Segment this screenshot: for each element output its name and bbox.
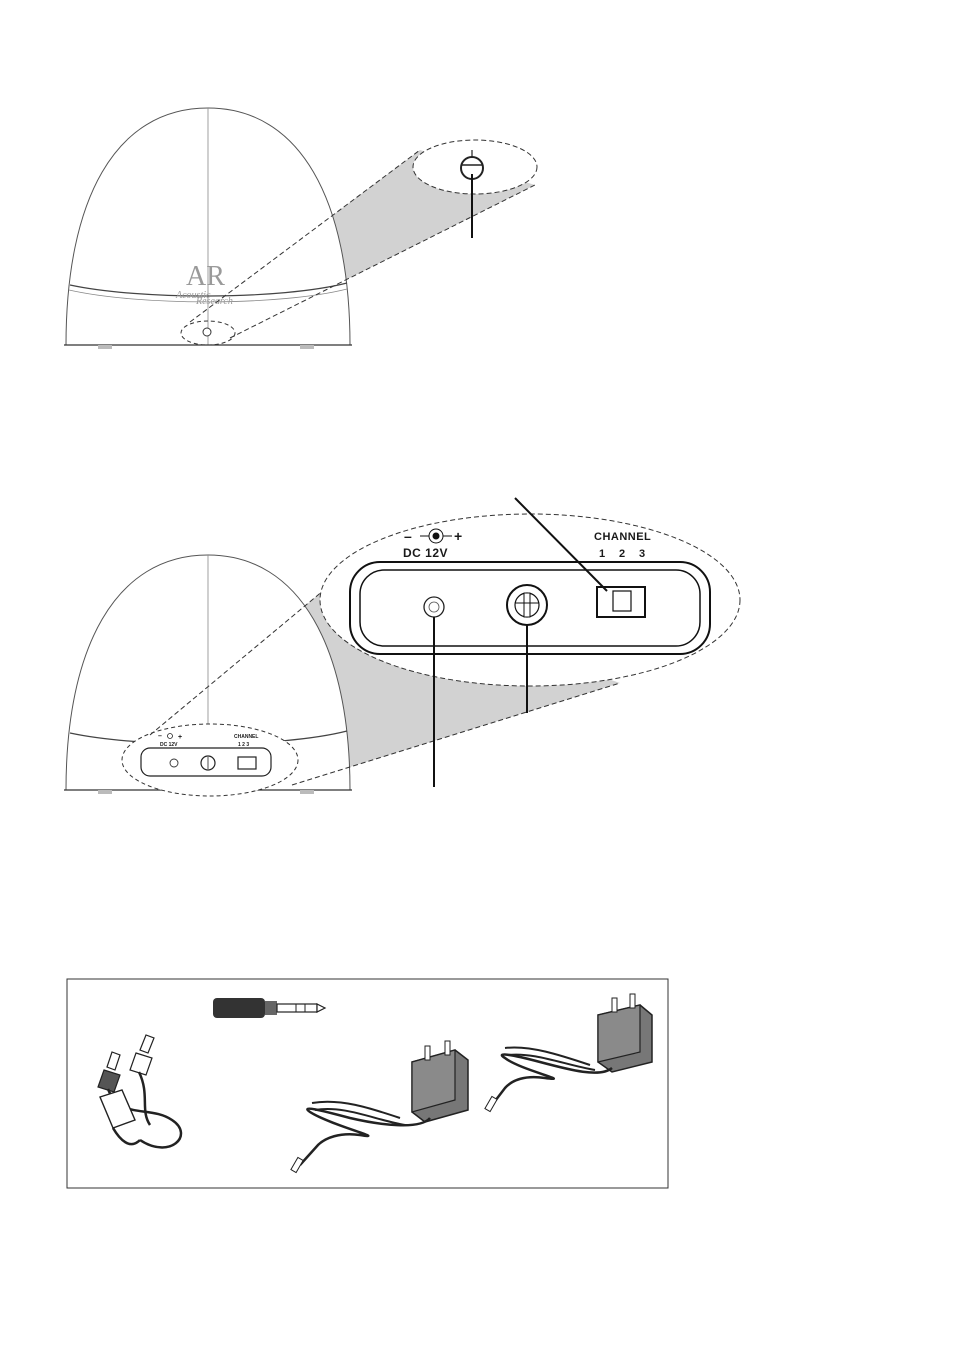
zoom-plus: + bbox=[454, 528, 462, 544]
accessories-figure bbox=[67, 979, 668, 1188]
zoom-dc-symbol-dot bbox=[433, 533, 440, 540]
zoom-dc-jack-outer bbox=[424, 597, 444, 617]
small-channel-switch bbox=[238, 757, 256, 769]
speaker-foot-left bbox=[98, 345, 112, 349]
zoom-channel-2: 2 bbox=[619, 548, 625, 560]
small-dc-label: DC 12V bbox=[160, 742, 178, 748]
small-dc-jack bbox=[170, 759, 178, 767]
brand-logo-mark: AR bbox=[186, 261, 225, 292]
front-button-small bbox=[203, 328, 211, 336]
zoom-channel-3: 3 bbox=[639, 548, 645, 560]
small-channel-numbers: 1 2 3 bbox=[238, 742, 249, 748]
zoom-channel-label: CHANNEL bbox=[594, 531, 651, 543]
small-plus: + bbox=[178, 734, 182, 741]
brand-logo-text-2: Research bbox=[195, 296, 233, 307]
small-channel-label: CHANNEL bbox=[234, 734, 258, 740]
accessories-box bbox=[67, 979, 668, 1188]
zoom-channel-1: 1 bbox=[599, 548, 605, 560]
small-minus: – bbox=[158, 733, 162, 740]
zoom-dc-label: DC 12V bbox=[403, 546, 448, 560]
speaker-foot-right bbox=[300, 345, 314, 349]
zoom-channel-switch-knob bbox=[613, 591, 631, 611]
front-view-figure: AR Acoustic Research bbox=[64, 108, 537, 349]
zoom-input-jack-slot bbox=[524, 593, 530, 617]
rear-foot-right bbox=[300, 790, 314, 794]
rear-view-figure: – + DC 12V CHANNEL 1 2 3 – + DC 12V CHAN… bbox=[64, 498, 740, 796]
zoom-minus: – bbox=[404, 528, 412, 544]
rear-foot-left bbox=[98, 790, 112, 794]
